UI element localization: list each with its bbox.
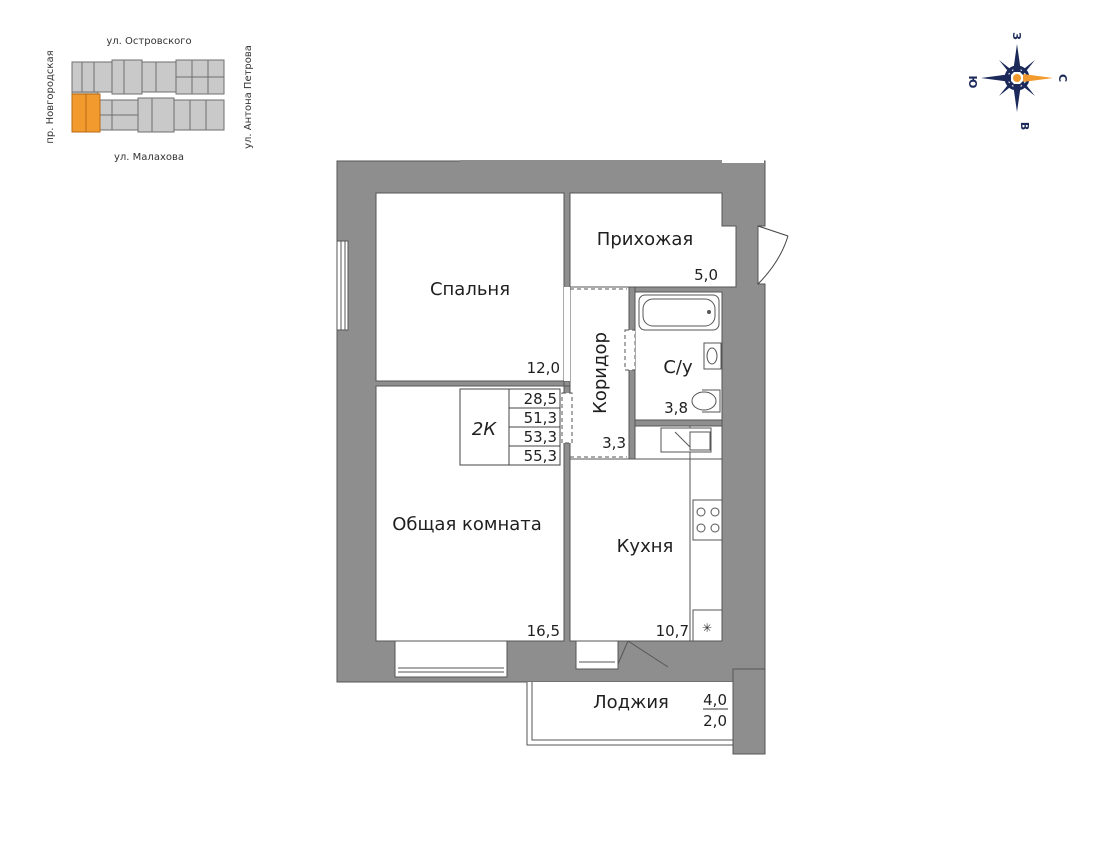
compass-north-letter: С <box>1056 74 1069 82</box>
total-area-value: 51,3 <box>524 409 557 427</box>
living-room-area: 16,5 <box>527 622 560 640</box>
site-plan: ул. Островского ул. Малахова пр. Новгоро… <box>45 36 254 163</box>
corridor-name: Коридор <box>590 332 611 414</box>
room-labels: Спальня 12,0 Прихожая 5,0 Коридор 3,3 С/… <box>392 229 728 730</box>
svg-text:✳: ✳ <box>702 621 712 635</box>
kitchen-fixtures: ✳ <box>660 425 723 642</box>
compass-east-letter: В <box>1018 122 1031 130</box>
compass-west-letter: З <box>1010 32 1023 40</box>
bathroom-fixtures <box>638 294 722 413</box>
loggia-area-label: 4,0 <box>703 691 727 709</box>
hall-area: 5,0 <box>694 266 718 284</box>
kitchen-name: Кухня <box>617 536 674 557</box>
stove-icon <box>692 499 723 541</box>
loggia-name: Лоджия <box>593 692 669 713</box>
bedroom-window <box>336 240 349 331</box>
compass-south-letter: Ю <box>966 76 979 89</box>
living-area-value: 28,5 <box>524 390 557 408</box>
living-window <box>394 640 508 678</box>
area-summary-table: 2К 28,5 51,3 53,3 55,3 <box>459 388 561 466</box>
bedroom-name: Спальня <box>430 279 510 300</box>
total-with-balcony-value: 55,3 <box>524 447 557 465</box>
living-room-name: Общая комната <box>392 514 542 535</box>
street-top-label: ул. Островского <box>106 36 191 47</box>
street-left-label: пр. Новгородская <box>45 50 56 143</box>
bedroom-area: 12,0 <box>527 359 560 377</box>
bathroom-name: С/у <box>663 357 693 378</box>
total-reduced-value: 53,3 <box>524 428 557 446</box>
hall-name: Прихожая <box>597 229 693 250</box>
loggia-area <box>526 668 766 755</box>
kitchen-area: 10,7 <box>656 622 689 640</box>
windows <box>336 240 669 678</box>
kitchen-window <box>575 640 619 670</box>
entrance-door <box>757 225 789 285</box>
door-openings <box>561 287 636 458</box>
apartment-type: 2К <box>472 419 497 440</box>
fridge-icon <box>692 609 723 642</box>
corridor-area: 3,3 <box>602 434 626 452</box>
site-plan-details <box>81 60 224 132</box>
compass-rose: З С В Ю <box>966 32 1069 130</box>
loggia-reduced-area: 2,0 <box>703 712 727 730</box>
street-right-label: ул. Антона Петрова <box>243 45 254 149</box>
compass-icon <box>981 44 1053 112</box>
street-bottom-label: ул. Малахова <box>114 152 184 163</box>
bathroom-area: 3,8 <box>664 399 688 417</box>
